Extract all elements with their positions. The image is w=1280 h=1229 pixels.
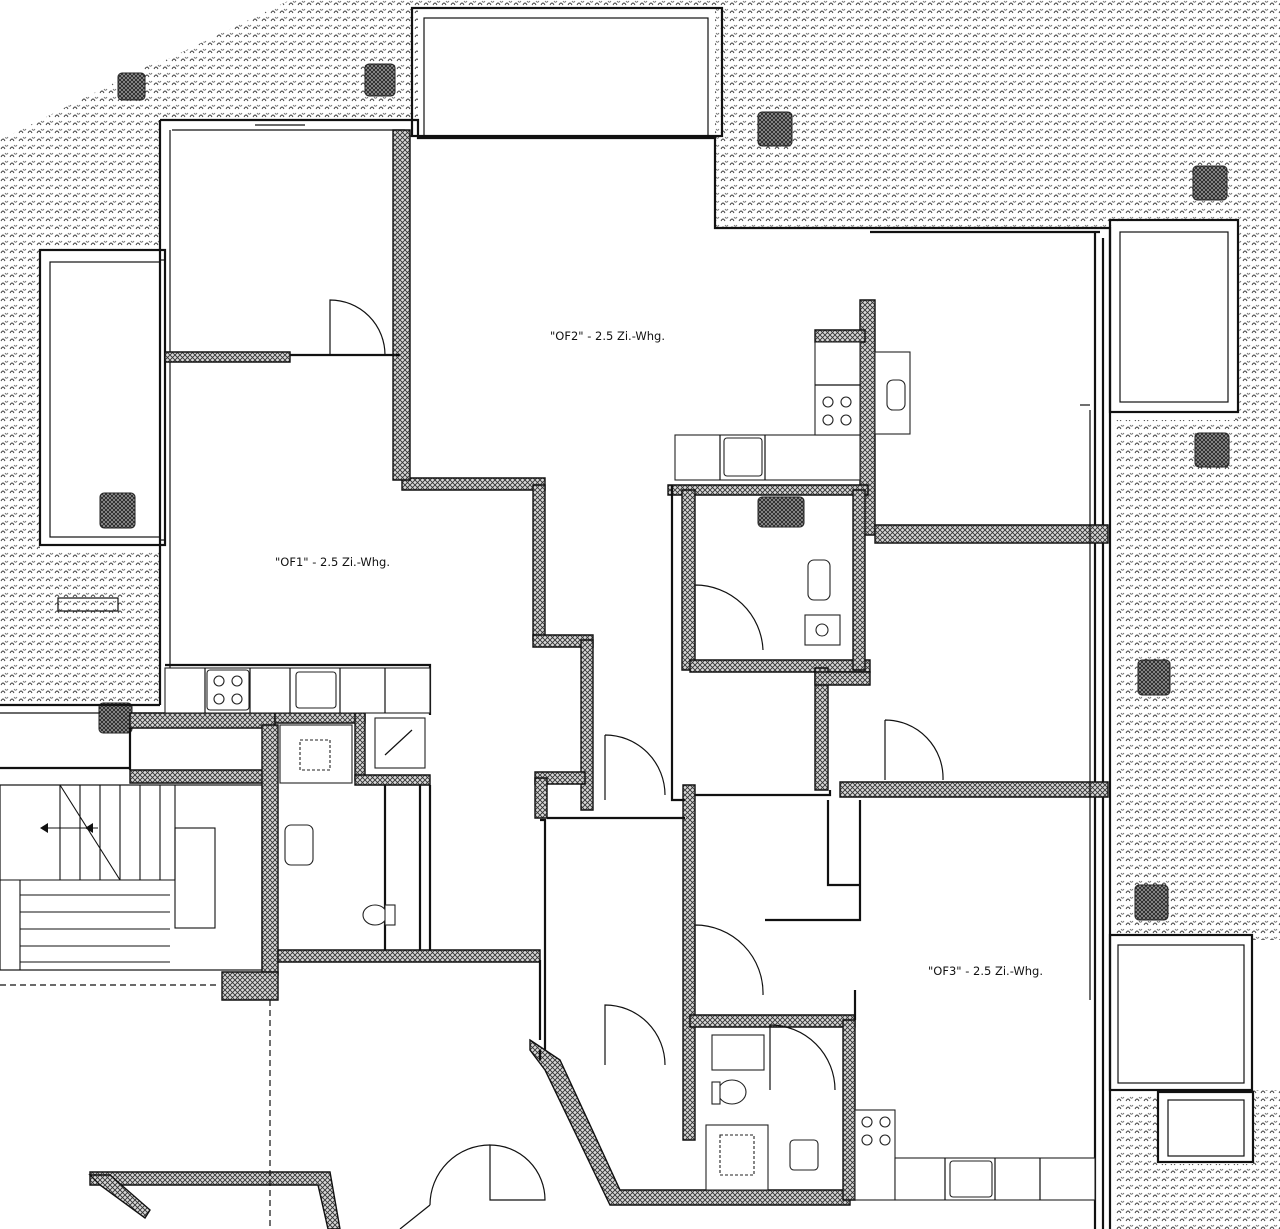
kitchen-of3 bbox=[854, 1109, 1096, 1201]
unit-label-of1: "OF1" - 2.5 Zi.-Whg. bbox=[275, 555, 390, 569]
kitchen-of2 bbox=[674, 341, 911, 481]
kitchen-of1 bbox=[164, 667, 431, 714]
doors bbox=[329, 299, 944, 1229]
unit-label-of3: "OF3" - 2.5 Zi.-Whg. bbox=[928, 964, 1043, 978]
exterior-walls bbox=[0, 118, 1112, 1229]
staircase bbox=[0, 784, 263, 971]
load-bearing-walls bbox=[88, 129, 1109, 1229]
bathroom-of3 bbox=[705, 1034, 819, 1191]
balconies bbox=[38, 6, 1255, 1164]
column-blocks bbox=[98, 63, 1230, 921]
bathroom-of1 bbox=[279, 717, 426, 926]
bathroom-of2 bbox=[804, 559, 841, 646]
unit-label-of2: "OF2" - 2.5 Zi.-Whg. bbox=[550, 329, 665, 343]
window-marks bbox=[160, 124, 1091, 1000]
